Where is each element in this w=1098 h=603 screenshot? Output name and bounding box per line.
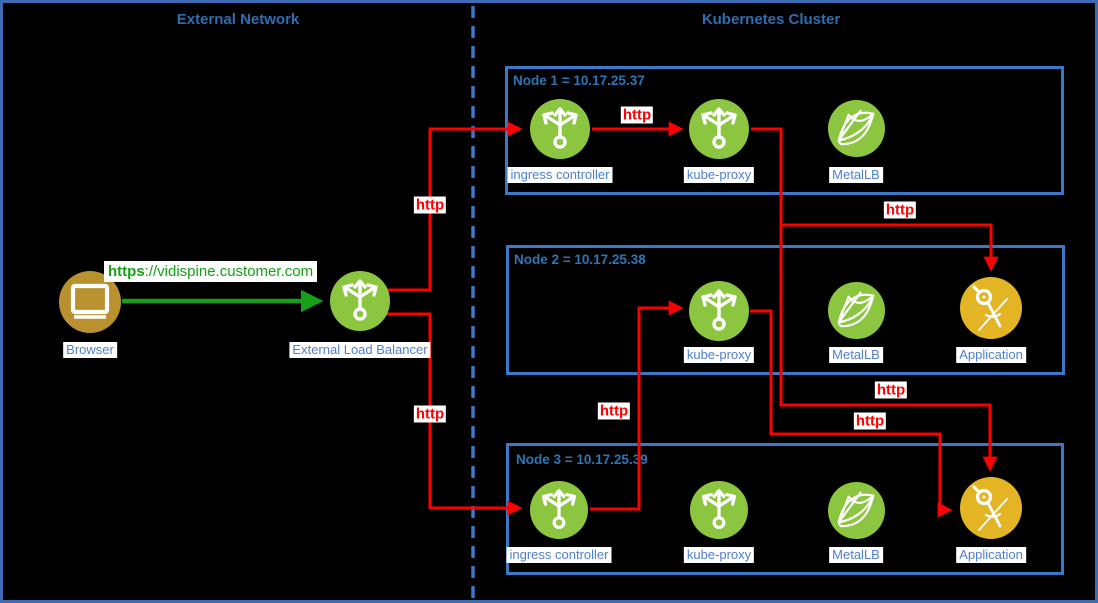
node1-metallb-label: MetalLB (829, 167, 883, 183)
browser-label: Browser (63, 342, 117, 358)
branch-arrows-icon (542, 107, 578, 149)
mesh-net-icon (837, 109, 875, 146)
node1-ingress-controller (530, 99, 590, 159)
branch-arrows-icon (701, 489, 737, 530)
branch-arrows-icon (541, 489, 577, 530)
node3-metallb-label: MetalLB (829, 547, 883, 563)
branch-arrows-icon (701, 289, 737, 331)
mesh-net-icon (837, 291, 875, 328)
node3-title: Node 3 = 10.17.25.39 (516, 452, 648, 467)
external-network-title: External Network (176, 11, 300, 28)
node3-application-label: Application (956, 547, 1026, 563)
http-label-node1-to-node2-app: http (883, 201, 917, 219)
connector-node1-kubeproxy-to-node3-app (751, 127, 998, 472)
node3-kube-proxy-label: kube-proxy (683, 547, 755, 563)
node3-metallb (828, 482, 885, 539)
node2-application-label: Application (956, 347, 1026, 363)
drafting-compass-icon (972, 285, 1008, 331)
node2-title: Node 2 = 10.17.25.38 (514, 252, 646, 267)
node2-box: Node 2 = 10.17.25.38 (506, 245, 1065, 375)
node2-kube-proxy (689, 281, 749, 341)
https-url-rest: ://vidispine.customer.com (144, 263, 314, 280)
branch-arrows-icon (701, 107, 737, 149)
external-load-balancer-label: External Load Balancer (289, 342, 431, 358)
node2-kube-proxy-label: kube-proxy (683, 347, 755, 363)
node3-ingress-controller-label: ingress controller (506, 547, 612, 563)
node1-title: Node 1 = 10.17.25.37 (513, 73, 645, 88)
node1-ingress-controller-label: ingress controller (507, 167, 613, 183)
https-url-label: https://vidispine.customer.com (104, 261, 318, 282)
branch-arrows-icon (342, 279, 378, 321)
node3-application (960, 477, 1022, 539)
connector-node1-kubeproxy-to-node2-app (781, 223, 999, 272)
connector-node2-kubeproxy-to-node3-app (750, 309, 953, 518)
connector-elb-to-node1-ingress (385, 121, 523, 292)
http-label-node3-ingress-to-node2-kubeproxy: http (597, 402, 631, 420)
browser-node (59, 271, 121, 333)
drafting-compass-icon (972, 485, 1008, 531)
node1-kube-proxy-label: kube-proxy (683, 167, 755, 183)
node2-metallb-label: MetalLB (829, 347, 883, 363)
mesh-net-icon (837, 491, 875, 528)
monitor-icon (70, 283, 110, 319)
node1-metallb (828, 100, 885, 157)
node2-metallb (828, 282, 885, 339)
node1-kube-proxy (689, 99, 749, 159)
http-label-node1-ingress-kubeproxy: http (620, 106, 654, 124)
external-load-balancer-node (330, 271, 390, 331)
node3-ingress-controller (530, 481, 588, 539)
http-label-elb-node1: http (413, 196, 447, 214)
https-scheme: https (108, 263, 145, 280)
http-label-node2-to-node3-app: http (853, 412, 887, 430)
http-label-node1-to-node3-app: http (874, 381, 908, 399)
kubernetes-cluster-title: Kubernetes Cluster (701, 11, 841, 28)
node2-application (960, 277, 1022, 339)
connector-node3-ingress-to-node2-kubeproxy (590, 300, 684, 511)
http-label-elb-node3: http (413, 405, 447, 423)
node3-kube-proxy (690, 481, 748, 539)
